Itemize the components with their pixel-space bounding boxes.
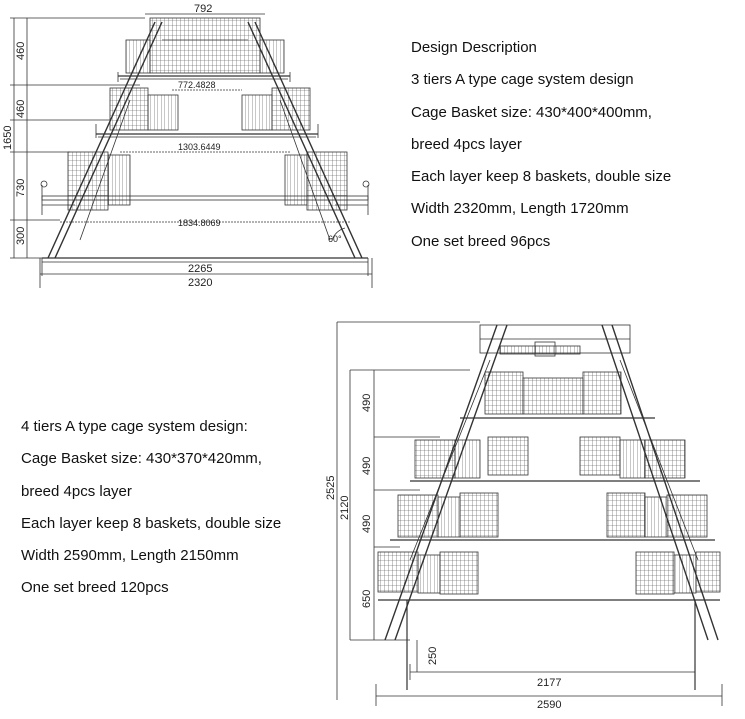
desc-line: One set breed 96pcs	[411, 232, 551, 250]
tier3-height-label: 730	[15, 179, 27, 197]
tier3-width-label: 1834.8069	[178, 218, 221, 228]
bottom-dimension-labels: 2525 2120 490 490 490 650 250 2177 2590	[325, 394, 561, 711]
top-width-label: 792	[194, 3, 212, 15]
desc-line: Width 2590mm, Length 2150mm	[21, 547, 239, 565]
desc-line: Each layer keep 8 baskets, double size	[21, 514, 282, 532]
overall-width-label: 2320	[188, 277, 212, 289]
leg-height-label: 300	[15, 227, 27, 245]
inner-base-label: 2265	[188, 263, 212, 275]
top-dimension-labels: 792 772.4828 1303.6449 1834.8069 2265 23…	[2, 3, 342, 289]
b-tier3-height-label: 490	[361, 515, 373, 533]
b-tier4-height-label: 650	[361, 590, 373, 608]
tier1-height-label: 460	[15, 42, 27, 60]
bottom-design-description: 4 tiers A type cage system design: Cage …	[21, 411, 281, 605]
tier1-width-label: 772.4828	[178, 80, 216, 90]
desc-line: Cage Basket size: 430*400*400mm,	[411, 103, 652, 121]
b-total-height-label: 2525	[325, 476, 337, 500]
desc-line: Cage Basket size: 430*370*420mm,	[21, 450, 262, 468]
b-overall-width-label: 2590	[537, 699, 561, 711]
desc-line: One set breed 120pcs	[21, 579, 169, 597]
top-design-description: Design Description 3 tiers A type cage s…	[411, 32, 671, 258]
desc-line: Design Description	[411, 39, 537, 56]
b-inner-base-label: 2177	[537, 677, 561, 689]
b-tier2-height-label: 490	[361, 457, 373, 475]
angle-label: 60°	[328, 234, 342, 244]
b-leg-height-label: 250	[427, 647, 439, 665]
total-height-label: 1650	[2, 126, 14, 150]
tier2-width-label: 1303.6449	[178, 142, 221, 152]
desc-line: 3 tiers A type cage system design	[411, 71, 634, 89]
desc-line: breed 4pcs layer	[411, 135, 522, 153]
desc-line: 4 tiers A type cage system design:	[21, 418, 248, 435]
bottom-cage-drawing	[336, 321, 723, 706]
desc-line: breed 4pcs layer	[21, 482, 132, 500]
tier2-height-label: 460	[15, 100, 27, 118]
desc-line: Width 2320mm, Length 1720mm	[411, 200, 629, 218]
b-frame-height-label: 2120	[339, 496, 351, 520]
top-cage-drawing	[10, 13, 373, 288]
b-tier1-height-label: 490	[361, 394, 373, 412]
desc-line: Each layer keep 8 baskets, double size	[411, 168, 672, 186]
